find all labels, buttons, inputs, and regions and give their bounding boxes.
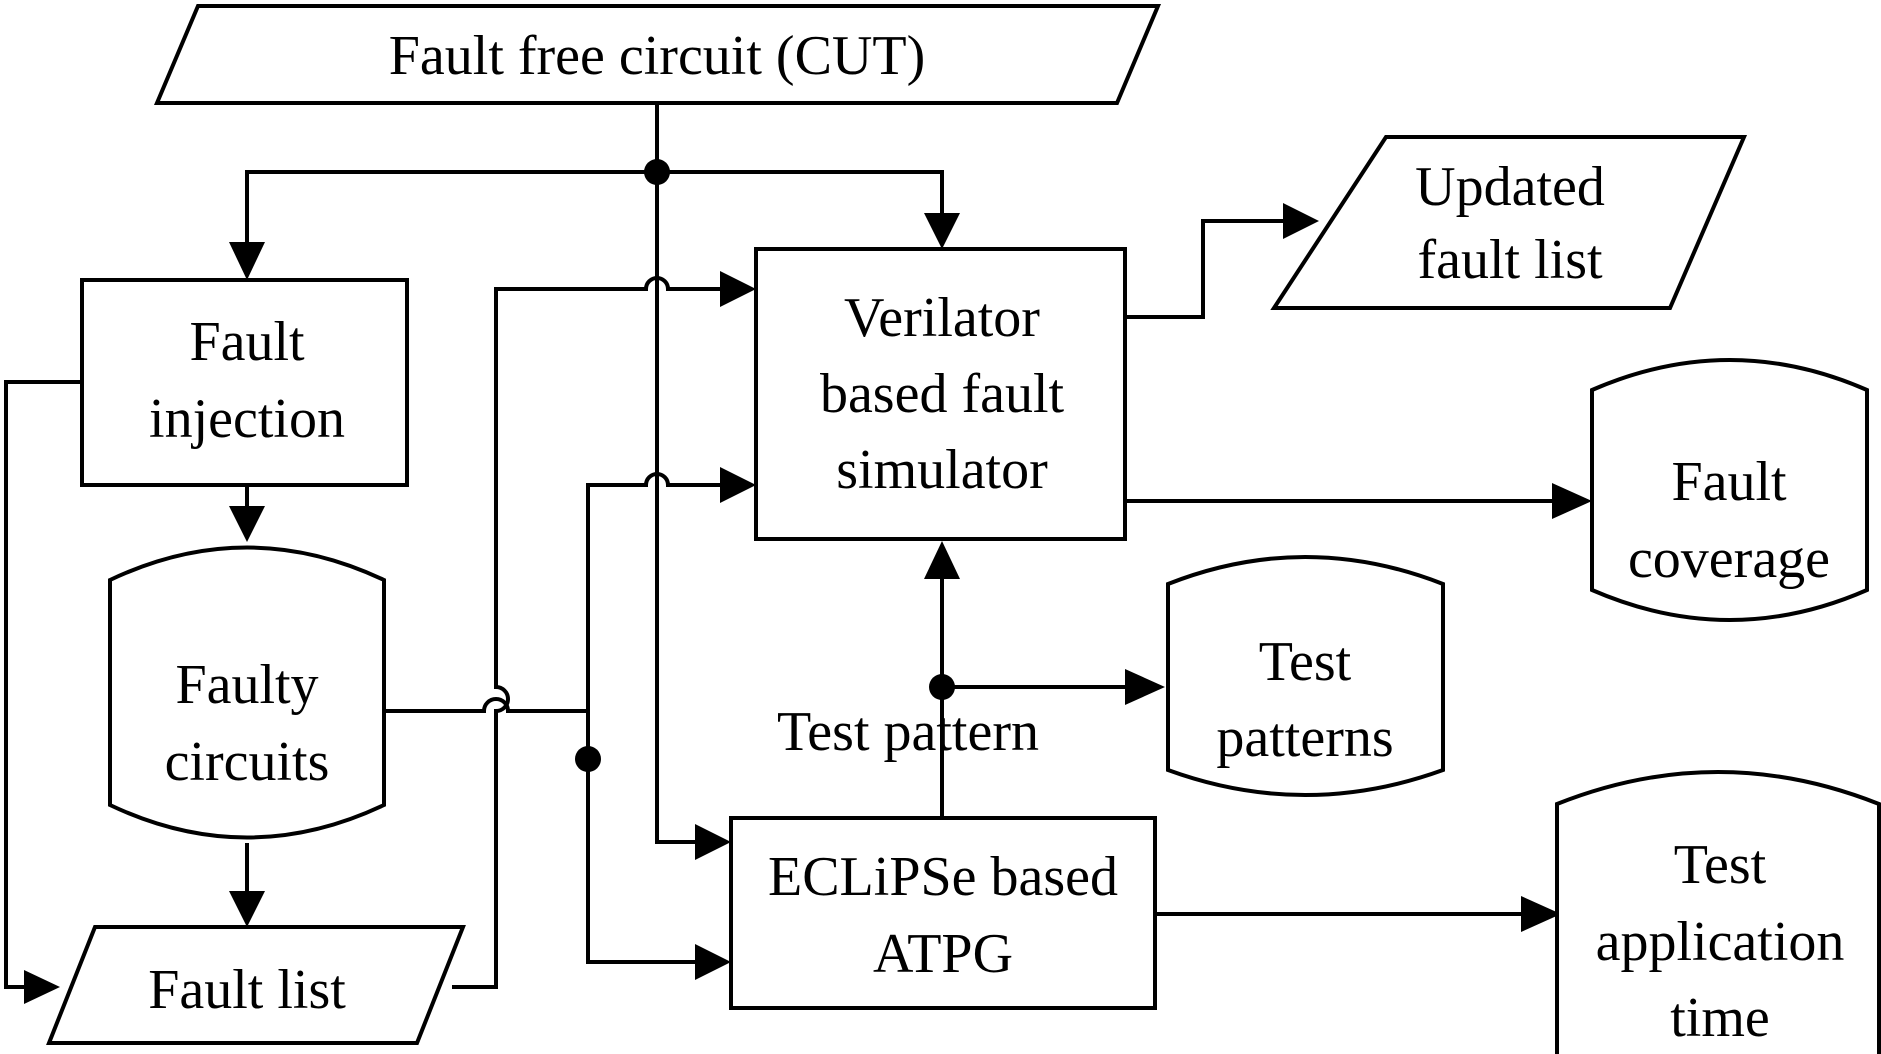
wire-cut-trunk: [655, 103, 705, 844]
fault-injection-label-line2: injection: [149, 388, 345, 450]
fault-coverage-label-line1: Fault: [1671, 451, 1787, 513]
fault-injection-label-line1: Fault: [189, 311, 305, 373]
wire-faulty-to-junction: [386, 697, 588, 713]
node-fault-coverage: Fault coverage: [1590, 358, 1869, 622]
updated-fault-list-shape: [1270, 135, 1748, 310]
node-faulty-circuits: Faulty circuits: [108, 545, 386, 840]
arrowhead-to-fault-injection: [229, 242, 265, 280]
atpg-label-line1: ECLiPSe based: [768, 846, 1118, 908]
arrowhead-to-faulty-circuits: [229, 506, 265, 542]
node-simulator: Verilator based fault simulator: [754, 247, 1127, 541]
simulator-label-line1: Verilator: [844, 287, 1040, 349]
arrowhead-faultlist-to-simulator: [720, 271, 756, 307]
arrowheads: [24, 203, 1592, 1004]
arrowhead-faulty-to-simulator: [720, 467, 756, 503]
test-patterns-label-line1: Test: [1259, 631, 1352, 693]
node-cut: Fault free circuit (CUT): [153, 4, 1162, 105]
test-application-time-label-line3: time: [1670, 987, 1770, 1049]
junction-dot-test-pattern-split: [929, 674, 955, 700]
cut-label: Fault free circuit (CUT): [389, 25, 925, 87]
node-fault-injection: Fault injection: [80, 278, 409, 487]
wire-cut-to-simulator: [657, 170, 944, 215]
arrowhead-to-test-patterns: [1125, 669, 1165, 705]
cut-shape: [153, 4, 1162, 105]
connector-lines: [4, 103, 1552, 989]
updated-fault-list-label-line1: Updated: [1415, 156, 1605, 218]
faulty-circuits-shape: [108, 545, 386, 840]
junction-dot-cut-split: [644, 159, 670, 185]
wire-junction-to-simulator: [586, 472, 722, 759]
arrowhead-to-fault-list-top: [229, 891, 265, 927]
faulty-circuits-label-line2: circuits: [165, 731, 330, 793]
fault-coverage-shape: [1590, 358, 1869, 622]
fault-coverage-label-line2: coverage: [1628, 528, 1830, 590]
junction-dots: [575, 159, 955, 772]
junction-dot-faulty-split: [575, 746, 601, 772]
edge-label-test-pattern: Test pattern: [777, 701, 1039, 763]
faulty-circuits-label-line1: Faulty: [175, 654, 318, 716]
test-application-time-shape: [1555, 770, 1881, 1054]
updated-fault-list-label-line2: fault list: [1417, 229, 1603, 291]
wire-junction-to-atpg: [586, 711, 705, 964]
arrowhead-junction-to-atpg: [695, 944, 731, 980]
arrowhead-to-fault-list-left: [24, 970, 60, 1004]
arrowhead-to-updated-fault-list: [1283, 203, 1319, 239]
simulator-label-line2: based fault: [820, 363, 1065, 425]
arrowhead-to-test-application-time: [1521, 896, 1561, 932]
atpg-shape: [729, 816, 1157, 1010]
node-updated-fault-list: Updated fault list: [1270, 135, 1748, 310]
test-application-time-label-line2: application: [1596, 911, 1845, 973]
wire-cut-to-fault-injection: [245, 170, 657, 244]
node-test-patterns: Test patterns: [1166, 555, 1445, 797]
wire-simulator-to-updated: [1125, 219, 1289, 319]
node-fault-list: Fault list: [46, 925, 466, 1045]
wire-injection-to-faultlist: [4, 380, 82, 989]
fault-list-label: Fault list: [148, 959, 346, 1021]
arrowhead-to-fault-coverage: [1552, 483, 1592, 519]
test-patterns-label-line2: patterns: [1216, 707, 1393, 769]
simulator-shape: [754, 247, 1127, 541]
node-atpg: ECLiPSe based ATPG: [729, 816, 1157, 1010]
simulator-label-line3: simulator: [836, 439, 1048, 501]
wire-faultlist-to-simulator: [452, 276, 722, 989]
test-application-time-label-line1: Test: [1674, 834, 1767, 896]
fault-list-shape: [46, 925, 466, 1045]
fault-injection-shape: [80, 278, 409, 487]
test-patterns-shape: [1166, 555, 1445, 797]
atpg-label-line2: ATPG: [873, 923, 1013, 985]
node-test-application-time: Test application time: [1555, 770, 1881, 1054]
arrowhead-to-simulator-top: [924, 213, 960, 249]
arrowhead-trunk-to-atpg: [695, 824, 731, 860]
arrowhead-atpg-to-simulator: [924, 541, 960, 579]
